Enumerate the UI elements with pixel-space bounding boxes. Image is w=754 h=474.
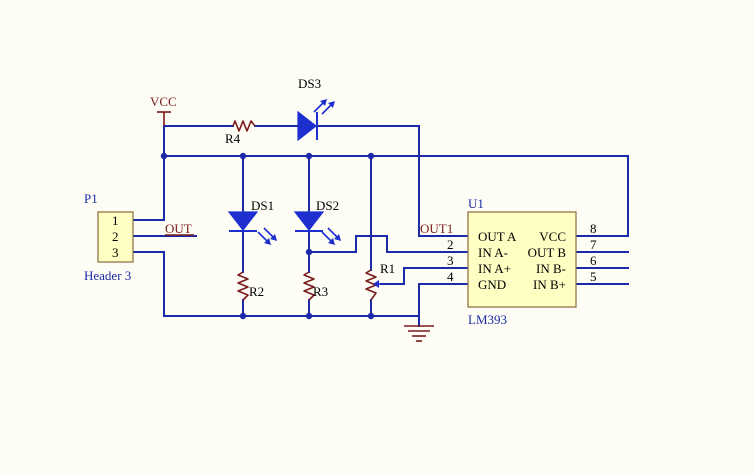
ds2-label: DS2 xyxy=(316,198,339,213)
chip-pin-number: 7 xyxy=(590,237,597,252)
chip-part: LM393 xyxy=(468,312,507,327)
r1-label: R1 xyxy=(380,261,395,276)
chip-pin-number: 6 xyxy=(590,253,597,268)
junction-dot xyxy=(239,312,247,320)
chip-pin-number: 5 xyxy=(590,269,597,284)
out1-net-label: OUT1 xyxy=(420,221,453,236)
led-ds3-icon xyxy=(297,110,317,142)
junction-dot xyxy=(305,152,313,160)
header-pin-3: 3 xyxy=(112,245,119,260)
led-ds2: DS2 xyxy=(293,198,341,245)
junction-dot xyxy=(367,312,375,320)
chip-pin-number: 3 xyxy=(447,253,454,268)
resistor-r2: R2 xyxy=(237,271,264,301)
potentiometer-r1: R1 xyxy=(365,261,395,301)
led-ds1: DS1 xyxy=(227,198,277,245)
chip-pin-number: 8 xyxy=(590,221,597,236)
resistor-r4: R4 xyxy=(225,120,256,146)
chip-body xyxy=(467,211,577,308)
ds1-label: DS1 xyxy=(251,198,274,213)
chip-designator: U1 xyxy=(468,196,484,211)
junction-dot xyxy=(305,312,313,320)
junction-dot xyxy=(239,152,247,160)
chip-u1: U1 LM393 OUT1 OUT A IN A- IN A+ GND 2 3 … xyxy=(420,196,597,327)
junction-dot xyxy=(160,152,168,160)
chip-pin-name: OUT B xyxy=(528,245,567,260)
chip-pin-name: IN B+ xyxy=(533,277,566,292)
r3-label: R3 xyxy=(313,284,328,299)
chip-pin-name: VCC xyxy=(539,229,566,244)
ground-symbol xyxy=(404,325,434,342)
led-ds2-icon xyxy=(293,211,325,231)
chip-pin-name: IN A- xyxy=(478,245,508,260)
chip-pin-number: 2 xyxy=(447,237,454,252)
header-designator: P1 xyxy=(84,191,98,206)
r2-label: R2 xyxy=(249,284,264,299)
chip-pin-number: 4 xyxy=(447,269,454,284)
chip-pin-name: GND xyxy=(478,277,506,292)
r4-label: R4 xyxy=(225,131,241,146)
header-name: Header 3 xyxy=(84,268,131,283)
header-body xyxy=(97,211,134,263)
led-ds1-icon xyxy=(227,211,259,231)
chip-pin-name: OUT A xyxy=(478,229,517,244)
chip-pin-name: IN B- xyxy=(536,261,566,276)
chip-pin-name: IN A+ xyxy=(478,261,511,276)
resistor-r3: R3 xyxy=(303,271,328,301)
out-net-label: OUT xyxy=(165,221,192,236)
header-pin-2: 2 xyxy=(112,229,119,244)
junction-dots xyxy=(160,152,375,320)
junction-dot xyxy=(367,152,375,160)
junction-dot xyxy=(305,248,313,256)
vcc-label: VCC xyxy=(150,94,177,109)
led-ds3: DS3 xyxy=(297,76,335,142)
header-p1: P1 1 2 3 Header 3 OUT xyxy=(84,191,194,283)
ds3-label: DS3 xyxy=(298,76,321,91)
vcc-power-symbol: VCC xyxy=(150,94,177,126)
header-pin-1: 1 xyxy=(112,213,119,228)
